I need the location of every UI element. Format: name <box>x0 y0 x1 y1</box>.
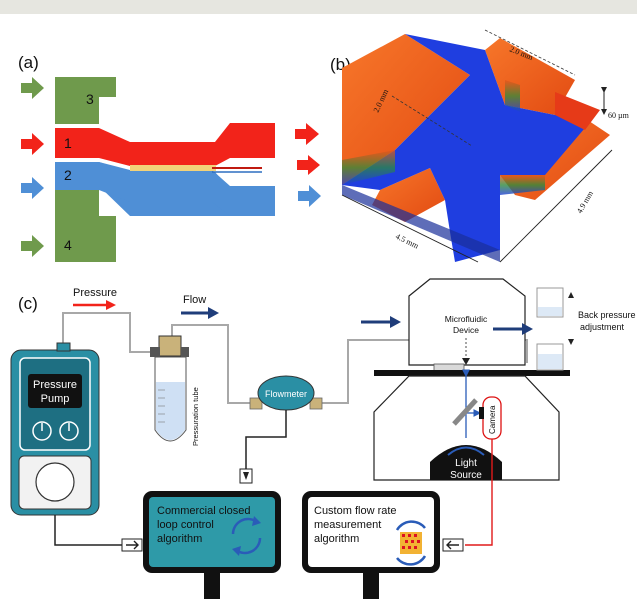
monitor-1-stand <box>204 573 220 599</box>
flow-arrowhead <box>208 307 219 319</box>
microfluidic-chip <box>433 363 465 372</box>
pump-label-line2: Pump <box>41 393 70 405</box>
device-label-line2: Device <box>453 325 479 335</box>
usb-icon-2 <box>126 540 139 550</box>
pump-screen <box>28 374 82 408</box>
loop-icon-head-1 <box>252 516 261 526</box>
panel-b: (b) 2.0 mm 2.0 mm 60 µm 4.5 mm 4.9 mm <box>330 29 630 263</box>
pump-knob-left[interactable] <box>32 421 52 441</box>
reservoir-upper-liquid <box>538 307 562 316</box>
dashed-ref-2 <box>484 29 576 76</box>
flowmeter-cable <box>245 410 287 470</box>
vial-liquid <box>156 382 185 440</box>
beam-splitter <box>452 398 478 426</box>
pump-cable <box>54 515 122 546</box>
inlet-label-1: 1 <box>64 135 72 151</box>
camera-label: Camera <box>488 405 497 434</box>
dim-label-width: 4.9 mm <box>575 189 595 215</box>
surface-top-left <box>342 34 470 185</box>
outlet-arrow-red-2 <box>297 155 320 175</box>
pump-label-line1: Pressure <box>33 379 77 391</box>
vial-fitting-left <box>150 347 160 357</box>
wall-shade-left <box>342 185 500 262</box>
device-flow-arrowhead-out <box>522 323 533 335</box>
usb-icon-3 <box>446 540 459 550</box>
channel-4-green <box>55 189 116 262</box>
flowmeter-label: Flowmeter <box>265 389 307 399</box>
monitor-1-line2: loop control <box>157 519 214 531</box>
wall-gradient-2 <box>505 80 520 112</box>
panel-c: (c) Pressure Flow Pressure Pump <box>10 278 636 599</box>
channel-1-red <box>55 123 275 166</box>
device-pointer-head <box>462 358 470 365</box>
tube-vial-to-flowmeter <box>171 324 252 404</box>
device-label-line1: Microfluidic <box>445 314 488 324</box>
pump-dial[interactable] <box>35 462 75 502</box>
outlet-arrow-blue <box>298 185 321 207</box>
inlet-arrow-2 <box>21 177 44 199</box>
dim-label-length: 4.5 mm <box>394 232 421 251</box>
light-label-line2: Source <box>450 470 482 481</box>
pump-top-nub <box>56 342 71 352</box>
camera-cable <box>465 439 493 546</box>
monitor-2-stand <box>363 573 379 599</box>
channel-2-blue-fill <box>55 162 275 216</box>
monitor-2-line1: Custom flow rate <box>314 505 397 517</box>
monitor-1-screen <box>149 497 275 567</box>
light-label-line1: Light <box>455 458 477 469</box>
dim-line-bottom <box>341 194 479 263</box>
panel-a: (a) 3 1 2 4 <box>18 53 321 262</box>
vial-cap <box>158 335 182 357</box>
dashed-ref-1 <box>391 95 473 147</box>
dim-label-height: 60 µm <box>608 111 630 120</box>
outlet-arrow-red-1 <box>295 123 319 145</box>
light-source-rim <box>447 446 485 456</box>
pressure-arrowhead <box>106 300 116 310</box>
monitor-2-line2: measurement <box>314 519 381 531</box>
channel-3-green <box>55 77 116 124</box>
panel-a-label: (a) <box>18 53 39 72</box>
vial-fitting-right <box>181 347 189 357</box>
inlet-label-3: 3 <box>86 91 94 107</box>
monitor-2-line3: algorithm <box>314 533 359 545</box>
back-pressure-line1: Back pressure <box>578 310 636 320</box>
reservoir-lower-liquid <box>538 354 562 369</box>
tube-pump-to-vial <box>62 312 155 353</box>
inlet-label-2: 2 <box>64 167 72 183</box>
panel-c-label: (c) <box>18 294 38 313</box>
flowmeter-right-fitting <box>309 397 323 410</box>
inlet-label-4: 4 <box>64 237 72 253</box>
back-pressure-arrow-up <box>568 292 574 298</box>
wall-gradient-4 <box>500 175 545 195</box>
dim-line-right <box>499 149 613 263</box>
top-strip <box>0 0 637 14</box>
monitor-1-line1: Commercial closed <box>157 505 251 517</box>
interface-yellow <box>130 165 216 171</box>
channel-blue-floor <box>342 34 590 262</box>
inlet-arrow-1 <box>21 133 44 155</box>
device-chamber-top <box>408 278 526 366</box>
flowmeter-left-fitting <box>249 397 263 410</box>
grid-icon <box>395 520 427 566</box>
back-pressure-arrow-down <box>568 339 574 345</box>
camera-mount <box>479 407 484 419</box>
back-pressure-line2: adjustment <box>580 322 625 332</box>
usb-icon-1 <box>243 472 249 480</box>
vial-label: Pressuration tube <box>191 387 200 446</box>
flow-text: Flow <box>183 294 206 306</box>
pump-knob-right[interactable] <box>59 421 79 441</box>
monitor-1-line3: algorithm <box>157 533 202 545</box>
vial-graduations <box>158 389 165 423</box>
inlet-arrow-3 <box>21 77 44 99</box>
wall-gradient-3 <box>555 92 600 130</box>
stage-plate <box>374 370 570 376</box>
wall-gradient-1 <box>342 150 395 185</box>
device-flow-arrowhead-in <box>390 316 401 328</box>
pressure-text: Pressure <box>73 287 117 299</box>
loop-icon-head-2 <box>232 546 241 556</box>
inlet-arrow-4 <box>21 235 44 257</box>
